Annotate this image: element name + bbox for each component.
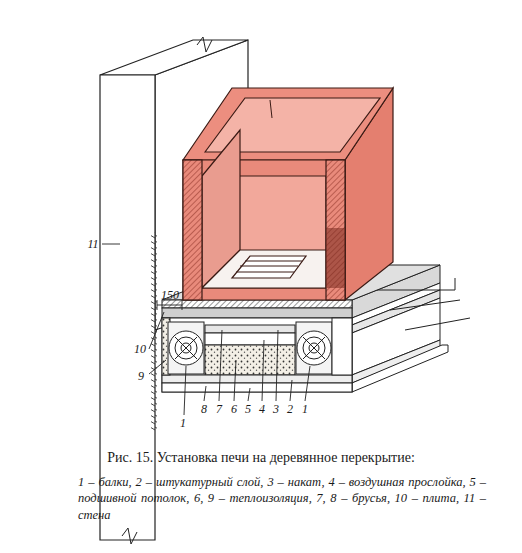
figure-caption: Рис. 15. Установка печи на деревянное пе… [0,450,522,467]
dimension-label: 150 [161,289,179,301]
stove [183,88,393,300]
callout-number: 3 [273,403,279,415]
callout-number: 1 [302,403,308,415]
legend-explanation: 1 – балки, 2 – штукатурный слой, 3 – нак… [78,474,486,523]
callout-number: 8 [201,403,207,415]
callout-number: 6 [231,403,237,415]
floor-section [162,300,352,392]
callout-number: 10 [134,343,146,355]
callout-number: 2 [287,403,293,415]
callout-number: 9 [138,370,144,382]
callout-number: 4 [259,403,265,415]
callout-number: 5 [245,403,251,415]
callout-number: 1 [180,417,186,429]
callout-number: 7 [216,403,222,415]
callout-number: 11 [87,238,98,250]
leader-lines [102,244,310,415]
